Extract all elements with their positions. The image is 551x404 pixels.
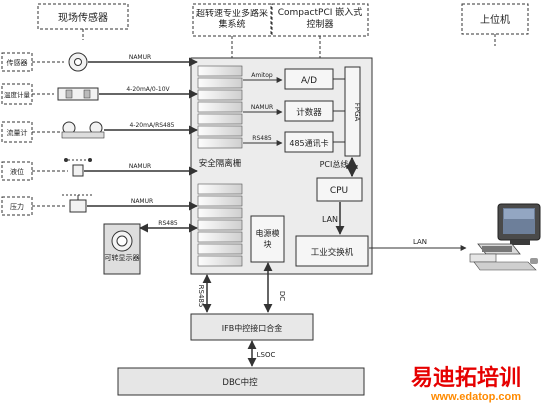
power-module (250, 215, 285, 263)
compact-pci-label: CompactPCI 嵌入式控制器 (277, 8, 363, 30)
svg-text:压力: 压力 (10, 202, 24, 211)
temperature-sensor-icon (57, 87, 99, 101)
row1-signal-label: NAMUR (129, 54, 151, 61)
field-sensor-label: 现场传感器 (58, 11, 108, 24)
dbc-box (117, 367, 365, 396)
level-sensor-icon (64, 158, 92, 177)
dc-link-label: DC (278, 291, 286, 301)
svg-text:流量计: 流量计 (7, 128, 28, 137)
rs485-signal-label: RS485 (252, 135, 272, 142)
display-unit-icon (103, 223, 141, 275)
ifb-box (190, 313, 314, 341)
rs485-link-label: RS485 (197, 285, 205, 308)
computer-icon (469, 203, 541, 271)
sensor-box-4 (1, 161, 33, 181)
flowmeter-icon (61, 121, 105, 139)
row3-signal-label: 4-20mA/RS485 (129, 122, 174, 129)
svg-text:温度计量: 温度计量 (4, 90, 31, 99)
pressure-sensor-icon (62, 194, 92, 213)
host-label: 上位机 (480, 13, 510, 26)
svg-text:传感器: 传感器 (7, 58, 28, 67)
barrier-label: 安全隔离栅 (199, 158, 242, 169)
host-header (461, 3, 529, 35)
row2-signal-label: 4-20mA/0-10V (126, 86, 170, 93)
svg-text:485通讯卡: 485通讯卡 (289, 138, 328, 148)
namur-signal-label: NAMUR (251, 104, 273, 111)
svg-text:IFB中控接口合金: IFB中控接口合金 (222, 323, 282, 333)
barrier-top-stack (197, 65, 243, 149)
watermark-url: www.edatop.com (430, 391, 521, 403)
row5-signal-label: NAMUR (131, 198, 153, 205)
svg-text:计数器: 计数器 (296, 107, 322, 118)
pci-bus-label: PCI总线 (320, 159, 349, 169)
cpu-module (316, 177, 363, 202)
svg-text:CPU: CPU (330, 186, 348, 196)
lan-inner-label: LAN (322, 215, 338, 224)
row4-signal-label: NAMUR (129, 163, 151, 170)
display-label: 可转显示器 (104, 254, 140, 262)
svg-text:FPGA: FPGA (353, 103, 361, 122)
amp-signal-label: Amitop (251, 72, 273, 79)
switch-module (295, 235, 369, 267)
ultra-system-label: 超转速专业多路采集系统 (195, 9, 268, 30)
svg-text:A/D: A/D (301, 76, 317, 86)
watermark-cn: 易迪拓培训 (411, 365, 521, 391)
speed-sensor-icon (68, 52, 88, 72)
svg-text:液位: 液位 (10, 167, 24, 176)
lsoc-link-label: LSOC (257, 351, 276, 359)
sensor-box-5 (1, 196, 33, 216)
lan-out-label: LAN (413, 238, 427, 246)
svg-text:DBC中控: DBC中控 (222, 377, 258, 388)
row6-signal-label: RS485 (158, 220, 178, 227)
svg-text:工业交换机: 工业交换机 (311, 247, 354, 258)
barrier-bottom-stack (197, 183, 243, 267)
sensor-box-1 (1, 52, 33, 72)
